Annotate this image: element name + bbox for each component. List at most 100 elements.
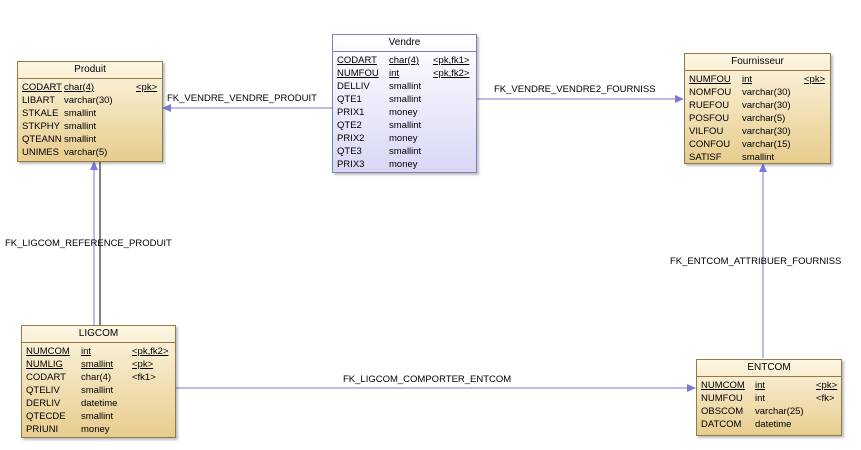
attribute-row: QTE2 smallint [337,119,476,132]
attribute-type: smallint [742,152,775,163]
attribute-key: <pk> [804,74,826,85]
attribute-row: NUMCOM int <pk,fk2> [26,345,175,358]
attribute-name: PRIX3 [337,159,365,170]
attribute-name: NUMFOU [701,393,743,404]
attribute-list: NUMCOM int <pk> NUMFOU int <fk> OBSCOM varchar(… [697,377,841,431]
attribute-name: PRIX1 [337,107,365,118]
attribute-row: QTE1 smallint [337,93,476,106]
attribute-type: money [81,424,110,435]
attribute-name: RUEFOU [689,100,730,111]
attribute-name: STKALE [22,108,59,119]
attribute-type: varchar(30) [64,95,113,106]
attribute-type: money [389,133,418,144]
attribute-type: varchar(30) [742,87,791,98]
attribute-type: money [389,159,418,170]
attribute-name: SATISF [689,152,722,163]
attribute-type: int [755,393,766,404]
attribute-row: DATCOM datetime [701,418,841,431]
attribute-type: int [755,380,766,391]
attribute-type: int [81,346,92,357]
attribute-key: <fk> [816,393,835,404]
attribute-name: QTECDE [26,411,66,422]
attribute-name: NUMCOM [26,346,70,357]
attribute-row: LIBART varchar(30) [22,94,162,107]
attribute-key: <pk> [136,82,158,93]
attribute-type: smallint [64,134,97,145]
attribute-row: RUEFOU varchar(30) [689,99,830,112]
attribute-row: NOMFOU varchar(30) [689,86,830,99]
attribute-name: DATCOM [701,419,742,430]
attribute-row: NUMFOU int <fk> [701,392,841,405]
attribute-name: NUMLIG [26,359,63,370]
entity-ligcom[interactable]: LIGCOM NUMCOM int <pk,fk2> NUMLIG smallint <p… [21,325,176,438]
attribute-name: OBSCOM [701,406,744,417]
relation-label-ligcom-entcom: FK_LIGCOM_COMPORTER_ENTCOM [343,374,512,385]
attribute-name: NUMCOM [701,380,745,391]
attribute-key: <pk,fk1> [433,55,470,66]
attribute-name: QTE3 [337,146,362,157]
attribute-type: char(4) [81,372,112,383]
attribute-row: NUMLIG smallint <pk> [26,358,175,371]
attribute-name: QTE2 [337,120,362,131]
attribute-name: CONFOU [689,139,731,150]
attribute-type: smallint [64,121,97,132]
attribute-name: CODART [337,55,377,66]
relation-label-entcom-fournisseur: FK_ENTCOM_ATTRIBUER_FOURNISS [670,256,842,267]
attribute-name: PRIUNI [26,424,59,435]
attribute-row: PRIUNI money [26,423,175,436]
entity-title: LIGCOM [22,326,175,343]
attribute-name: PRIX2 [337,133,365,144]
attribute-type: char(4) [64,82,95,93]
attribute-key: <pk> [816,380,838,391]
entity-entcom[interactable]: ENTCOM NUMCOM int <pk> NUMFOU int <fk> OBSCOM v… [696,359,842,436]
attribute-name: DELLIV [337,81,370,92]
attribute-type: varchar(15) [742,139,791,150]
attribute-type: smallint [389,94,422,105]
attribute-type: money [389,107,418,118]
attribute-type: datetime [81,398,118,409]
attribute-row: PRIX1 money [337,106,476,119]
attribute-row: QTE3 smallint [337,145,476,158]
attribute-type: varchar(30) [742,100,791,111]
attribute-type: varchar(5) [64,147,108,158]
attribute-name: QTE1 [337,94,362,105]
entity-title: Fournisseur [685,54,830,71]
attribute-key: <pk,fk2> [132,346,169,357]
attribute-type: varchar(25) [755,406,804,417]
attribute-key: <pk> [132,359,154,370]
entity-title: Produit [18,62,162,79]
attribute-name: NUMFOU [689,74,731,85]
entity-title: ENTCOM [697,360,841,377]
attribute-type: smallint [81,359,114,370]
attribute-name: NOMFOU [689,87,732,98]
attribute-name: LIBART [22,95,56,106]
attribute-type: smallint [64,108,97,119]
attribute-name: CODART [26,372,66,383]
attribute-type: smallint [389,146,422,157]
attribute-key: <fk1> [132,372,156,383]
attribute-name: VILFOU [689,126,724,137]
attribute-row: SATISF smallint [689,151,830,164]
attribute-type: smallint [389,120,422,131]
attribute-type: char(4) [389,55,420,66]
attribute-type: datetime [755,419,792,430]
attribute-row: CONFOU varchar(15) [689,138,830,151]
attribute-row: CODART char(4) <fk1> [26,371,175,384]
